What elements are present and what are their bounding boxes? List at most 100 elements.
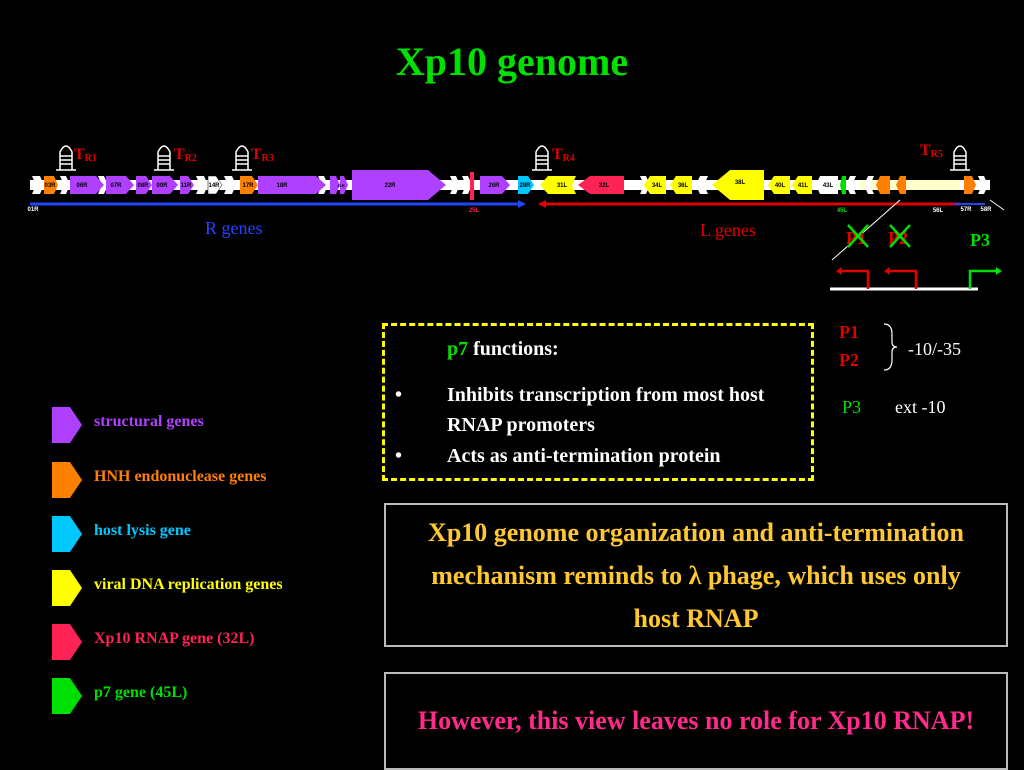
structural-arrow-icon: [52, 407, 82, 443]
r-genes-label: R genes: [205, 218, 263, 238]
label-43L: 43L: [823, 183, 834, 189]
p1-arrow-icon: [842, 269, 870, 289]
gene-labels-below: 01R 25L 45L 56L 57R 58R: [27, 207, 992, 214]
label-57R: 57R: [960, 207, 972, 213]
label-36L: 36L: [678, 183, 689, 189]
gene-31L: [540, 176, 576, 194]
terminator-tr4: TR4: [552, 146, 575, 164]
p7-functions-title: p7 functions:: [447, 338, 559, 361]
genome-map: 03R 06R 07R 08R 09R 11R 14R 17R 18R 21R …: [27, 145, 1005, 261]
label-40L: 40L: [775, 183, 786, 189]
label-56L: 56L: [933, 208, 944, 214]
bullet-icon: •: [395, 384, 403, 406]
gene-28R: [518, 176, 534, 194]
label-18R: 18R: [276, 183, 288, 189]
bullet-icon: •: [395, 445, 403, 467]
label-09R: 09R: [156, 183, 168, 189]
p7-title-rest: functions:: [468, 338, 559, 360]
gene-09R: [152, 176, 178, 194]
p7-name: p7: [447, 338, 469, 360]
label-17R: 17R: [242, 183, 254, 189]
r-genes-arrowhead: [518, 200, 526, 208]
gene-36L: [670, 176, 692, 194]
terminator-tr2-sub: R2: [184, 153, 197, 164]
terminator-tr1-letter: T: [74, 146, 85, 163]
label-08R: 08R: [137, 183, 149, 189]
gene-57R: [964, 176, 976, 194]
gene-18R: [258, 176, 326, 194]
terminator-tr5-sub: R5: [930, 149, 943, 160]
hairpin-icon-2: [154, 145, 174, 171]
lysis-arrow-icon: [52, 516, 82, 552]
gene-22R: [352, 170, 446, 200]
gene-41L: [792, 176, 812, 194]
hairpin-icon-3: [232, 145, 252, 171]
gene-14R: [207, 175, 223, 195]
p7-functions-box: p7 functions: • Inhibits transcription f…: [382, 323, 814, 481]
gene-17R: [240, 176, 258, 194]
terminator-tr4-letter: T: [552, 146, 563, 163]
info-p12-value: -10/-35: [908, 339, 961, 359]
legend-label: host lysis gene: [94, 522, 191, 539]
zoom-line-left: [831, 199, 901, 261]
label-11R: 11R: [181, 183, 192, 189]
brace-icon: [883, 323, 898, 371]
genome-backbone-end: [860, 180, 960, 190]
label-26R: 26R: [488, 183, 500, 189]
label-58R: 58R: [980, 207, 992, 213]
p1-arrowhead: [836, 267, 842, 275]
gene-11R: [180, 176, 194, 194]
legend-label: viral DNA replication genes: [94, 576, 283, 593]
gene-hnh-l2: [896, 176, 906, 194]
promoter-p3-label: P3: [970, 230, 990, 250]
legend-label: p7 gene (45L): [94, 684, 188, 701]
gene-43L: [818, 176, 838, 194]
p2-arrow-icon: [890, 269, 918, 289]
label-25L: 25L: [469, 208, 480, 214]
gene-21R: [340, 176, 348, 194]
p7-arrow-icon: [52, 678, 82, 714]
cross-p2-icon: [889, 224, 911, 248]
p2-arrowhead: [884, 267, 890, 275]
label-32L: 32L: [599, 183, 610, 189]
gene-34L: [644, 176, 666, 194]
hnh-arrow-icon: [52, 462, 82, 498]
gene-hnh-l: [876, 176, 890, 194]
l-genes-label: L genes: [700, 220, 756, 240]
terminator-tr3: TR3: [251, 146, 274, 164]
rnap-arrow-icon: [52, 624, 82, 660]
p3-arrow-icon: [968, 269, 996, 289]
label-34L: 34L: [652, 183, 663, 189]
terminator-tr2-letter: T: [174, 146, 185, 163]
label-31L: 31L: [557, 183, 568, 189]
conclusion-box-2: However, this view leaves no role for Xp…: [384, 672, 1008, 770]
gene-labels: 03R 06R 07R 08R 09R 11R 14R 17R 18R 21R …: [44, 180, 833, 189]
info-p2-label: P2: [839, 350, 859, 370]
terminator-tr1-sub: R1: [84, 153, 97, 164]
conclusion-text-2: However, this view leaves no role for Xp…: [417, 706, 975, 735]
label-14R: 14R: [208, 183, 220, 189]
replication-arrow-icon: [52, 570, 82, 606]
label-03R: 03R: [44, 183, 56, 189]
label-22R: 22R: [384, 183, 396, 189]
gene-06R: [70, 176, 104, 194]
promoter-diagram: [830, 224, 1002, 291]
slide-title: Xp10 genome: [395, 39, 629, 84]
terminator-tr4-sub: R4: [562, 153, 575, 164]
terminator-tr1: TR1: [74, 146, 97, 164]
label-45L: 45L: [837, 208, 848, 214]
label-01R: 01R: [27, 207, 39, 213]
conclusion-text-1: Xp10 genome organization and anti-termin…: [428, 517, 964, 633]
conclusion-box-1: Xp10 genome organization and anti-termin…: [384, 503, 1008, 647]
legend-label: Xp10 RNAP gene (32L): [94, 630, 255, 647]
label-28R: 28R: [519, 183, 531, 189]
label-41L: 41L: [798, 183, 809, 189]
info-p3-label: P3: [842, 397, 862, 417]
hairpin-icon-1: [56, 145, 76, 171]
gene-40L: [768, 176, 790, 194]
gene-25L: [470, 172, 474, 200]
cross-p1-icon: [847, 224, 869, 248]
label-38L: 38L: [735, 180, 746, 186]
terminator-tr5: TR5: [920, 142, 943, 160]
gene-07R: [106, 176, 134, 194]
